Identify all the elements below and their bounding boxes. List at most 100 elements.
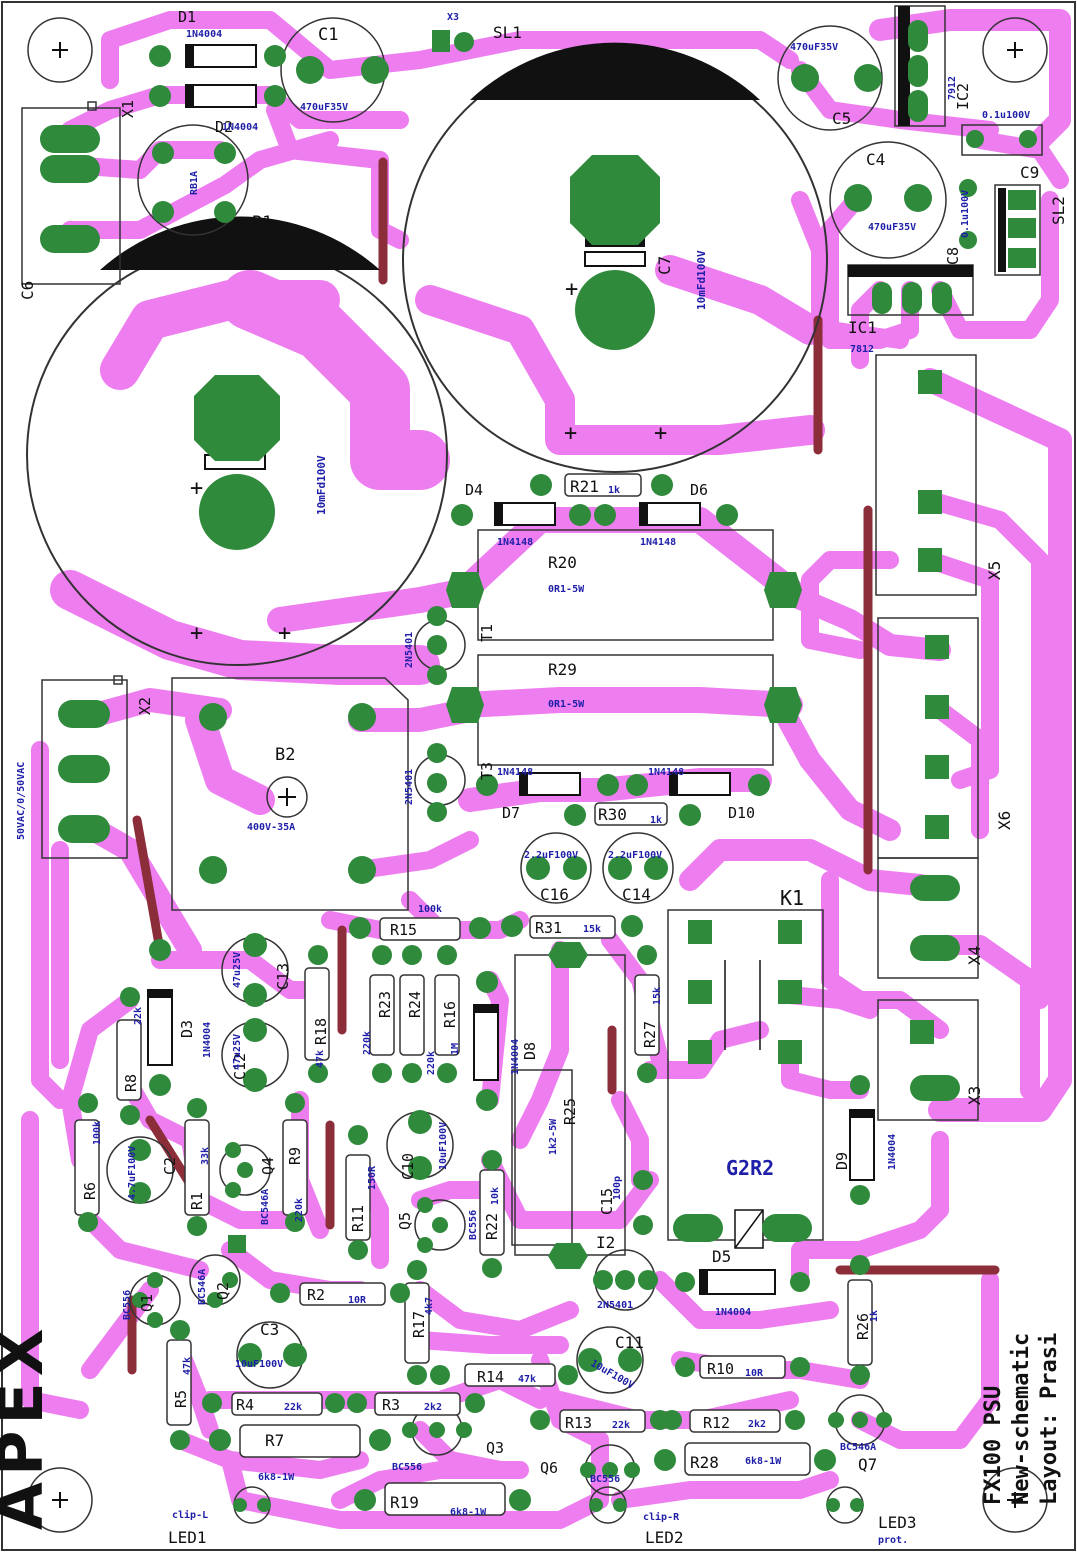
value-label-x2: 50VAC/0/50VAC xyxy=(16,762,27,840)
ref-label-r25: R25 xyxy=(561,1098,579,1125)
ref-label-sl1: SL1 xyxy=(493,23,522,42)
ref-label-sl2: SL2 xyxy=(1049,196,1068,225)
ref-label-d2: D2 xyxy=(215,118,233,136)
ref-label-c16: C16 xyxy=(540,885,569,904)
ref-label-r4: R4 xyxy=(236,1396,254,1414)
reference-labels: D11N4004D21N4004C1470uF35VSL1X3X1C6B1RB1… xyxy=(16,8,1068,1547)
ic1-tab xyxy=(848,265,973,277)
ref-label-ic1: IC1 xyxy=(848,318,877,337)
svg-text:+: + xyxy=(565,277,578,302)
ref-label-t3: T3 xyxy=(478,762,496,780)
ref-label-r11: R11 xyxy=(349,1205,367,1232)
ref-label-led1: LED1 xyxy=(168,1528,207,1547)
ref-label-c3: C3 xyxy=(260,1320,279,1339)
value-label-q6: BC556 xyxy=(590,1474,620,1485)
resistor-bodies xyxy=(74,473,873,1516)
value-label-c2: 4.7uF100V xyxy=(127,1146,138,1200)
ref-label-c2: C2 xyxy=(161,1157,179,1175)
value-label-d2: 1N4004 xyxy=(222,122,258,133)
value-label-r23: 220k xyxy=(362,1031,373,1055)
ref-label-d6: D6 xyxy=(690,481,708,499)
title-line-3: Layout: Prasi xyxy=(1037,1333,1062,1505)
value-label-r13: 22k xyxy=(612,1420,630,1431)
title-line-1: FX100 PSU xyxy=(981,1386,1006,1505)
value-label-c4: 470uF35V xyxy=(868,222,916,233)
ref-label-r24: R24 xyxy=(406,991,424,1018)
value-label-d7: 1N4148 xyxy=(497,767,533,778)
ref-label-x1: X1 xyxy=(119,100,137,118)
ref-label-c12: C12 xyxy=(231,1053,249,1080)
value-label-c10: 10uF100V xyxy=(438,1122,449,1170)
ref-label-r30: R30 xyxy=(598,805,627,824)
ref-label-c1: C1 xyxy=(318,25,338,45)
value-label-k1: G2R2 xyxy=(726,1156,774,1180)
value-label-r14: 47k xyxy=(518,1374,536,1385)
svg-text:+: + xyxy=(654,421,667,446)
value-label-led3: prot. xyxy=(878,1535,908,1546)
ref-label-q1: Q1 xyxy=(138,1294,156,1312)
jumper-wires xyxy=(127,157,1000,1375)
value-label-b1: RB1A xyxy=(189,171,200,195)
value-label-c15: 100p xyxy=(612,1176,623,1200)
value-label-r26: 1k xyxy=(869,1310,880,1322)
value-label-r17: 4k7 xyxy=(424,1297,435,1315)
ref-label-r19: R19 xyxy=(390,1493,419,1512)
value-label-r28: 6k8-1W xyxy=(745,1456,782,1467)
value-label-sl1: X3 xyxy=(447,12,459,23)
ref-label-r13: R13 xyxy=(565,1414,592,1432)
value-label-r9: 220k xyxy=(294,1198,305,1222)
value-label-led1: clip-L xyxy=(172,1509,208,1521)
ref-label-d10: D10 xyxy=(728,804,755,822)
ref-label-d1: D1 xyxy=(178,8,196,26)
ref-label-x4: X4 xyxy=(965,946,984,965)
value-label-d4: 1N4148 xyxy=(497,537,533,548)
c7-value: 10mFd100V xyxy=(695,250,708,310)
value-label-r2: 10R xyxy=(348,1295,367,1306)
value-label-q2: BC546A xyxy=(197,1269,208,1305)
value-label-r19: 6k8-1W xyxy=(450,1507,487,1518)
diode-cathode-bands xyxy=(148,45,874,1294)
ref-label-c4: C4 xyxy=(866,150,885,169)
ref-label-led2: LED2 xyxy=(645,1528,684,1547)
value-label-t3: 2N5401 xyxy=(404,769,415,805)
ref-label-t1: T1 xyxy=(478,624,496,642)
ref-label-r3: R3 xyxy=(382,1396,400,1414)
ref-label-q6: Q6 xyxy=(540,1459,558,1477)
ref-label-r7: R7 xyxy=(265,1431,284,1450)
ref-label-r20: R20 xyxy=(548,553,577,572)
ref-label-r1: R1 xyxy=(188,1192,206,1210)
value-label-r12: 2k2 xyxy=(748,1419,766,1430)
value-label-i2: 2N5401 xyxy=(597,1300,633,1311)
value-label-c13: 47u25V xyxy=(232,952,243,988)
ref-label-i2: I2 xyxy=(596,1233,615,1252)
ref-label-r18: R18 xyxy=(312,1018,330,1045)
ref-label-c13: C13 xyxy=(274,963,292,990)
value-label-q4: BC546A xyxy=(260,1189,271,1225)
value-label-r8: 22k xyxy=(133,1007,144,1025)
value-label-c9: 0.1u100V xyxy=(982,110,1030,121)
ref-label-r2: R2 xyxy=(307,1286,325,1304)
svg-text:+: + xyxy=(190,621,203,646)
svg-text:+: + xyxy=(564,421,577,446)
value-label-r20: 0R1-5W xyxy=(548,584,585,595)
ref-label-r16: R16 xyxy=(441,1001,459,1028)
value-label-r22: 10k xyxy=(490,1187,501,1205)
svg-text:+: + xyxy=(190,476,203,501)
value-label-d10: 1N4148 xyxy=(648,767,684,778)
ref-label-r8: R8 xyxy=(122,1074,140,1092)
value-label-d5: 1N4004 xyxy=(715,1307,751,1318)
value-label-r25: 1k2-5W xyxy=(548,1118,559,1155)
value-label-r31: 15k xyxy=(583,924,601,935)
value-label-c12: 47u25V xyxy=(232,1034,243,1070)
value-label-c8: 0.1u100V xyxy=(960,190,971,238)
title-line-2: New-schematic xyxy=(1009,1333,1034,1505)
value-label-r16: 1M xyxy=(450,1043,461,1055)
value-label-r3: 2k2 xyxy=(424,1402,442,1413)
value-label-led2: clip-R xyxy=(643,1511,680,1523)
ref-label-q7: Q7 xyxy=(858,1455,877,1474)
c-main-left-value: 10mFd100V xyxy=(315,455,328,515)
value-label-r11: 150R xyxy=(367,1165,378,1190)
ref-label-r31: R31 xyxy=(535,919,562,937)
value-label-d9: 1N4004 xyxy=(887,1134,898,1170)
